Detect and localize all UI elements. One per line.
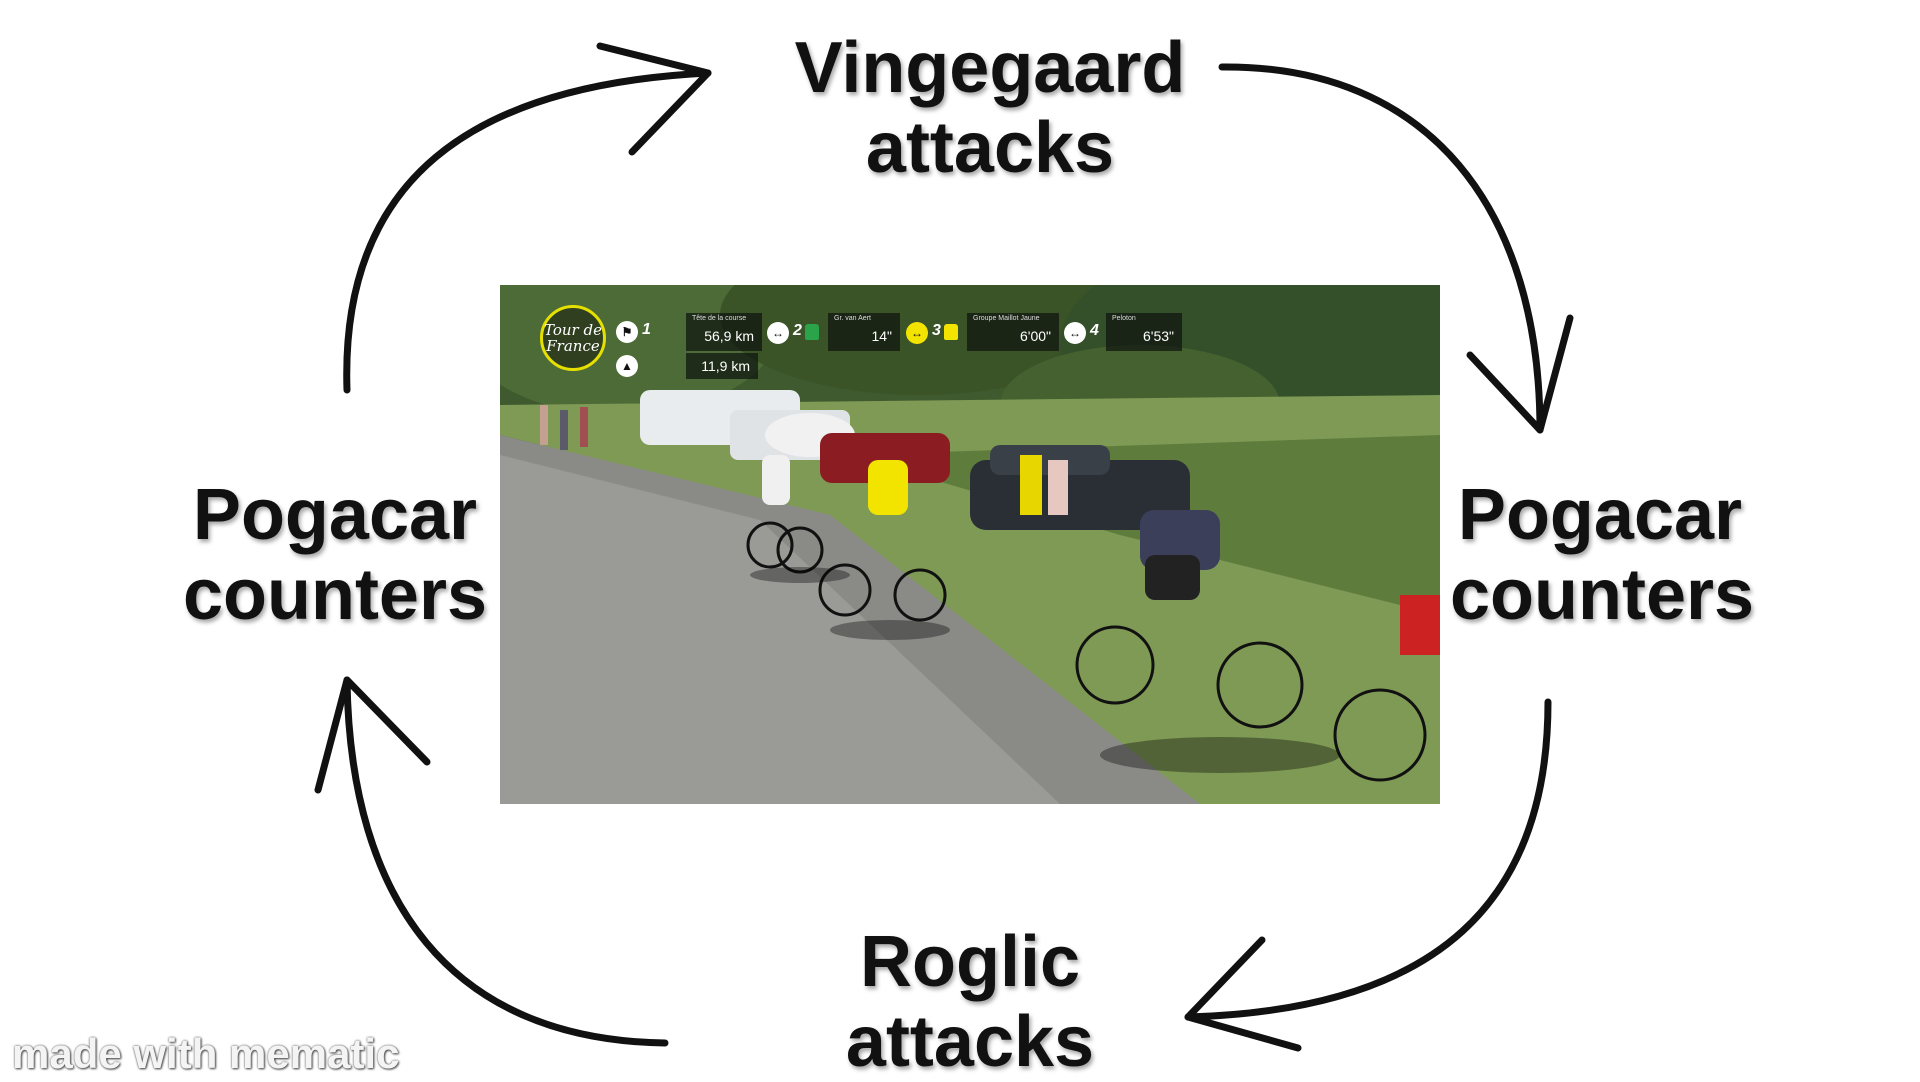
lead-group-segment: Tête de la course 56,9 km (686, 313, 762, 351)
gap-arrow-icon: ↔ (906, 322, 928, 344)
gap-arrow-icon: ↔ (1064, 322, 1086, 344)
green-jersey-icon (805, 324, 819, 340)
group4-position: 4 (1090, 322, 1099, 339)
tour-de-france-logo: Tour de France (540, 305, 606, 371)
arrow-bottom-to-left (343, 676, 669, 1047)
group3-segment: Groupe Maillot Jaune 6'00" (967, 313, 1059, 351)
arrow-top-to-right (1218, 63, 1544, 434)
label-top: Vingegaard attacks (794, 28, 1186, 188)
distance-to-go-segment: 11,9 km (686, 353, 758, 379)
yellow-jersey-icon (944, 324, 958, 340)
group3-position: 3 (932, 322, 941, 339)
label-left: Pogacar counters (182, 475, 488, 635)
arrowhead-right-to-bottom (1184, 936, 1302, 1052)
label-right: Pogacar counters (1450, 475, 1755, 635)
checkered-flag-icon: ⚑ (616, 321, 638, 343)
arrowhead-bottom-to-left (314, 676, 431, 794)
group4-segment: Peloton 6'53" (1106, 313, 1182, 351)
race-photo: Tour de France ⚑ 1 ▲ Tête de la course 5… (500, 285, 1440, 804)
lead-group-position: 1 (642, 321, 651, 338)
arrowhead-left-to-top (596, 42, 712, 156)
race-scene (500, 285, 1440, 804)
gap-arrow-icon: ↔ (767, 322, 789, 344)
arrow-left-to-top (343, 69, 712, 394)
mountain-icon: ▲ (616, 355, 638, 377)
arrowhead-top-to-right (1466, 314, 1574, 434)
arrow-right-to-bottom (1184, 698, 1552, 1021)
label-bottom: Roglic attacks (845, 922, 1095, 1082)
group2-position: 2 (793, 322, 802, 339)
watermark: made with mematic (12, 1030, 400, 1077)
group2-segment: Gr. van Aert 14" (828, 313, 900, 351)
